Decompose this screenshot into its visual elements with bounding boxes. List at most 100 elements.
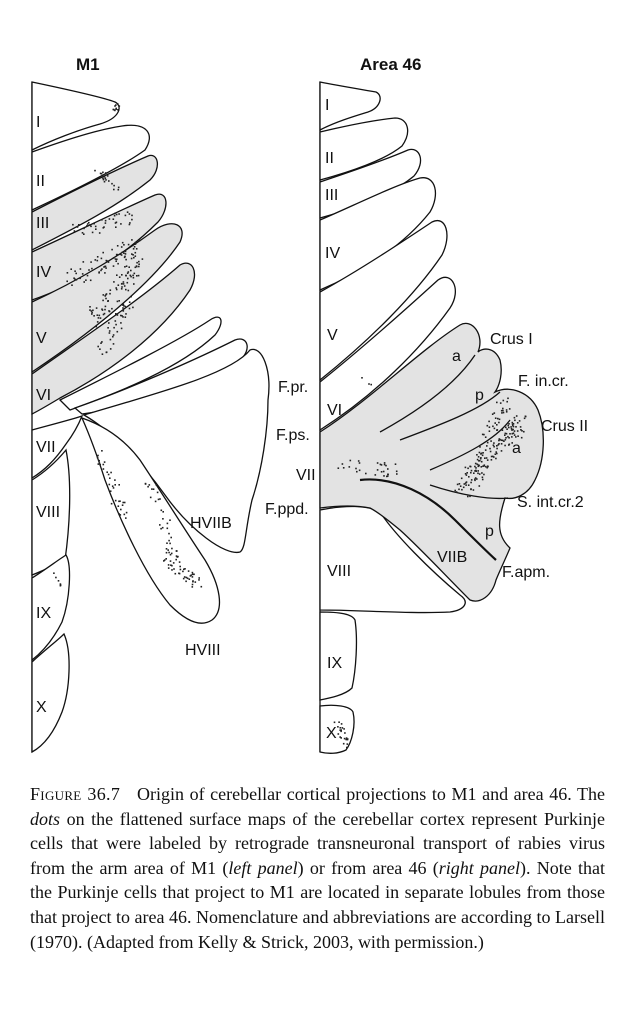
purkinje-dot [113, 281, 115, 283]
purkinje-dot [156, 491, 159, 494]
purkinje-dot [130, 269, 132, 272]
purkinje-dot [194, 581, 197, 583]
purkinje-dot [198, 579, 200, 581]
purkinje-dot [342, 467, 345, 469]
purkinje-dot [511, 423, 514, 426]
purkinje-dot [340, 723, 343, 725]
purkinje-dot [465, 474, 468, 476]
purkinje-dot [386, 475, 388, 478]
purkinje-dot [97, 317, 100, 319]
purkinje-dot [136, 261, 138, 264]
purkinje-dot [496, 429, 499, 431]
purkinje-dot [107, 473, 110, 476]
right-lobule-I [319, 81, 381, 132]
purkinje-dot [337, 733, 340, 735]
purkinje-dot [132, 306, 134, 309]
purkinje-dot [512, 425, 515, 428]
purkinje-dot [123, 252, 125, 254]
purkinje-dot [493, 445, 495, 448]
purkinje-dot [469, 465, 471, 468]
purkinje-dot [489, 450, 492, 453]
purkinje-dot [125, 313, 127, 315]
purkinje-dot [113, 184, 115, 187]
purkinje-dot [383, 462, 386, 464]
purkinje-dot [130, 295, 132, 298]
purkinje-dot [124, 250, 127, 253]
purkinje-dot [479, 457, 482, 460]
purkinje-dot [191, 583, 194, 586]
right-label-p2: p [485, 523, 494, 540]
left-lobule-X [31, 632, 70, 754]
purkinje-dot [105, 267, 107, 269]
purkinje-dot [114, 484, 116, 486]
purkinje-dot [507, 435, 509, 438]
purkinje-dot [504, 432, 507, 435]
purkinje-dot [167, 567, 170, 569]
purkinje-dot [177, 555, 179, 558]
purkinje-dot [476, 478, 478, 480]
purkinje-dot [387, 473, 389, 476]
purkinje-dot [108, 310, 111, 313]
purkinje-dot [95, 307, 98, 309]
purkinje-dot [115, 226, 117, 228]
purkinje-dot [98, 232, 101, 234]
purkinje-dot [127, 289, 130, 292]
purkinje-dot [511, 442, 513, 444]
left-label-VIII: VIII [36, 504, 60, 521]
purkinje-dot [138, 265, 140, 268]
purkinje-dot [190, 574, 193, 576]
purkinje-dot [491, 413, 494, 415]
purkinje-dot [133, 272, 136, 275]
purkinje-dot [171, 569, 173, 571]
purkinje-dot [474, 470, 476, 472]
left-label-hviii: HVIII [185, 642, 221, 659]
purkinje-dot [508, 426, 510, 429]
right-fissure-fincr [399, 391, 501, 441]
purkinje-dot [119, 253, 122, 256]
purkinje-dot [102, 313, 105, 316]
purkinje-dot [510, 427, 513, 430]
caption-right-panel: right panel [438, 857, 521, 878]
purkinje-dot [108, 322, 110, 324]
purkinje-dot [476, 454, 478, 456]
purkinje-dot [121, 251, 124, 253]
purkinje-dot [105, 351, 108, 353]
purkinje-dot [167, 549, 169, 551]
right-label-fincr: F. in.cr. [518, 373, 569, 390]
purkinje-dot [105, 259, 108, 262]
right-lobule-V [319, 219, 448, 382]
purkinje-dot [94, 225, 97, 228]
purkinje-dot [498, 421, 500, 424]
purkinje-dot [104, 305, 107, 308]
purkinje-dot [483, 465, 485, 467]
right-label-VIII: VIII [327, 563, 351, 580]
purkinje-dot [93, 222, 95, 225]
purkinje-dot [103, 312, 106, 315]
left-purkinje-dots [53, 103, 203, 588]
purkinje-dot [116, 300, 119, 303]
purkinje-dot [121, 286, 123, 288]
purkinje-dot [112, 334, 115, 336]
purkinje-dot [114, 499, 117, 502]
purkinje-dot [497, 444, 500, 446]
right-fissure-crus2-inner [429, 419, 511, 471]
purkinje-dot [104, 308, 106, 311]
purkinje-dot [368, 383, 370, 385]
purkinje-dot [131, 214, 133, 217]
purkinje-dot [79, 277, 81, 280]
purkinje-dot [99, 348, 101, 350]
purkinje-dot [512, 424, 514, 427]
right-fissure-fppd [359, 478, 497, 561]
purkinje-dot [179, 568, 182, 571]
purkinje-dot [133, 246, 136, 248]
right-label-p1: p [475, 387, 484, 404]
purkinje-dot [90, 225, 92, 228]
purkinje-dot [513, 416, 516, 419]
purkinje-dot [383, 463, 386, 466]
purkinje-dot [86, 274, 89, 277]
caption-text-3: ) or from area 46 ( [297, 857, 439, 878]
purkinje-dot [187, 570, 190, 572]
purkinje-dot [509, 433, 511, 435]
left-label-VII: VII [36, 439, 56, 456]
right-crus-region [319, 322, 544, 602]
